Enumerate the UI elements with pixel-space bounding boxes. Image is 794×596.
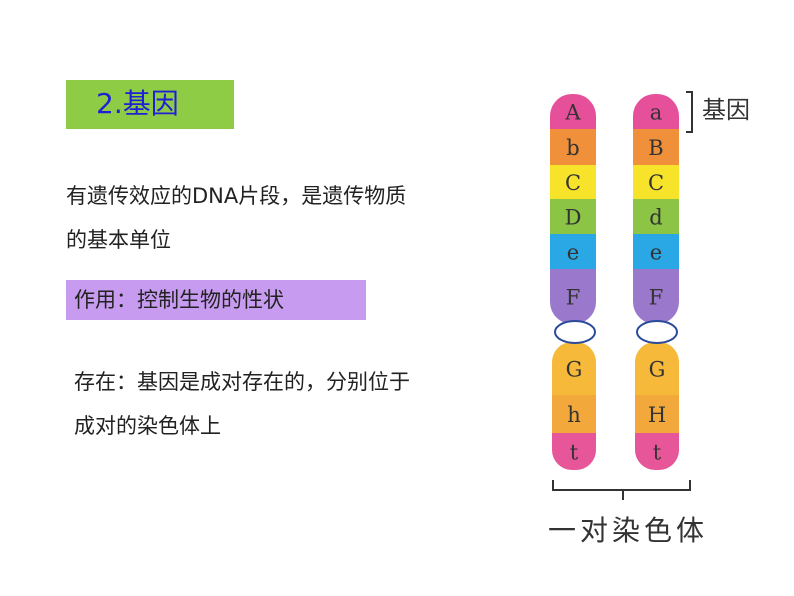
pair-bracket [552, 480, 691, 500]
left-centromere [554, 320, 596, 344]
existence-line-2: 成对的染色体上 [74, 414, 221, 438]
left-gene-label: G [566, 358, 583, 382]
right-gene-label: H [648, 403, 666, 427]
left-upper-segment [550, 269, 596, 324]
left-gene-label: D [565, 206, 582, 230]
left-gene-label: F [566, 286, 581, 310]
right-gene-label: e [650, 241, 662, 265]
left-lower-segment [552, 433, 596, 470]
left-upper-segment [550, 199, 596, 235]
definition-text: 有遗传效应的DNA片段，是遗传物质 的基本单位 [66, 174, 506, 262]
definition-line-2: 的基本单位 [66, 228, 171, 252]
right-upper-segment [633, 269, 679, 324]
left-gene-label: C [565, 171, 581, 195]
right-lower-segment [635, 342, 679, 396]
right-gene-label: B [648, 136, 663, 160]
right-chromosome-lower-arm: GHt [635, 342, 679, 470]
left-gene-label: h [567, 403, 581, 427]
left-upper-segment [550, 94, 596, 130]
right-upper-segment [633, 199, 679, 235]
right-upper-segment [633, 165, 679, 200]
left-upper-segment [550, 165, 596, 200]
definition-line-1: 有遗传效应的DNA片段，是遗传物质 [66, 184, 407, 208]
right-gene-label: F [649, 286, 664, 310]
right-lower-segment [635, 433, 679, 470]
right-upper-segment [633, 234, 679, 270]
slide-title: 2.基因 [96, 87, 179, 120]
left-chromosome-lower-arm: Ght [552, 342, 596, 470]
right-gene-label: d [649, 206, 662, 230]
title-box: 2.基因 [66, 80, 234, 129]
right-upper-segment [633, 129, 679, 166]
right-gene-label: a [650, 101, 663, 125]
function-text: 作用：控制生物的性状 [74, 288, 284, 312]
left-gene-label: t [570, 441, 579, 465]
right-centromere [636, 320, 678, 344]
right-upper-segment [633, 94, 679, 130]
right-gene-label: G [649, 358, 666, 382]
left-gene-label: b [566, 136, 579, 160]
right-lower-segment [635, 395, 679, 434]
left-gene-label: A [564, 101, 581, 125]
gene-label: 基因 [702, 96, 750, 124]
right-gene-label: C [648, 171, 664, 195]
pair-label: 一对染色体 [548, 514, 708, 547]
left-gene-label: e [567, 241, 579, 265]
left-lower-segment [552, 395, 596, 434]
left-upper-segment [550, 234, 596, 270]
function-box: 作用：控制生物的性状 [66, 280, 366, 320]
existence-text: 存在：基因是成对存在的，分别位于 成对的染色体上 [74, 360, 514, 448]
right-gene-label: t [653, 441, 662, 465]
existence-line-1: 存在：基因是成对存在的，分别位于 [74, 370, 410, 394]
left-lower-segment [552, 342, 596, 396]
left-upper-segment [550, 129, 596, 166]
gene-bracket [686, 91, 693, 133]
